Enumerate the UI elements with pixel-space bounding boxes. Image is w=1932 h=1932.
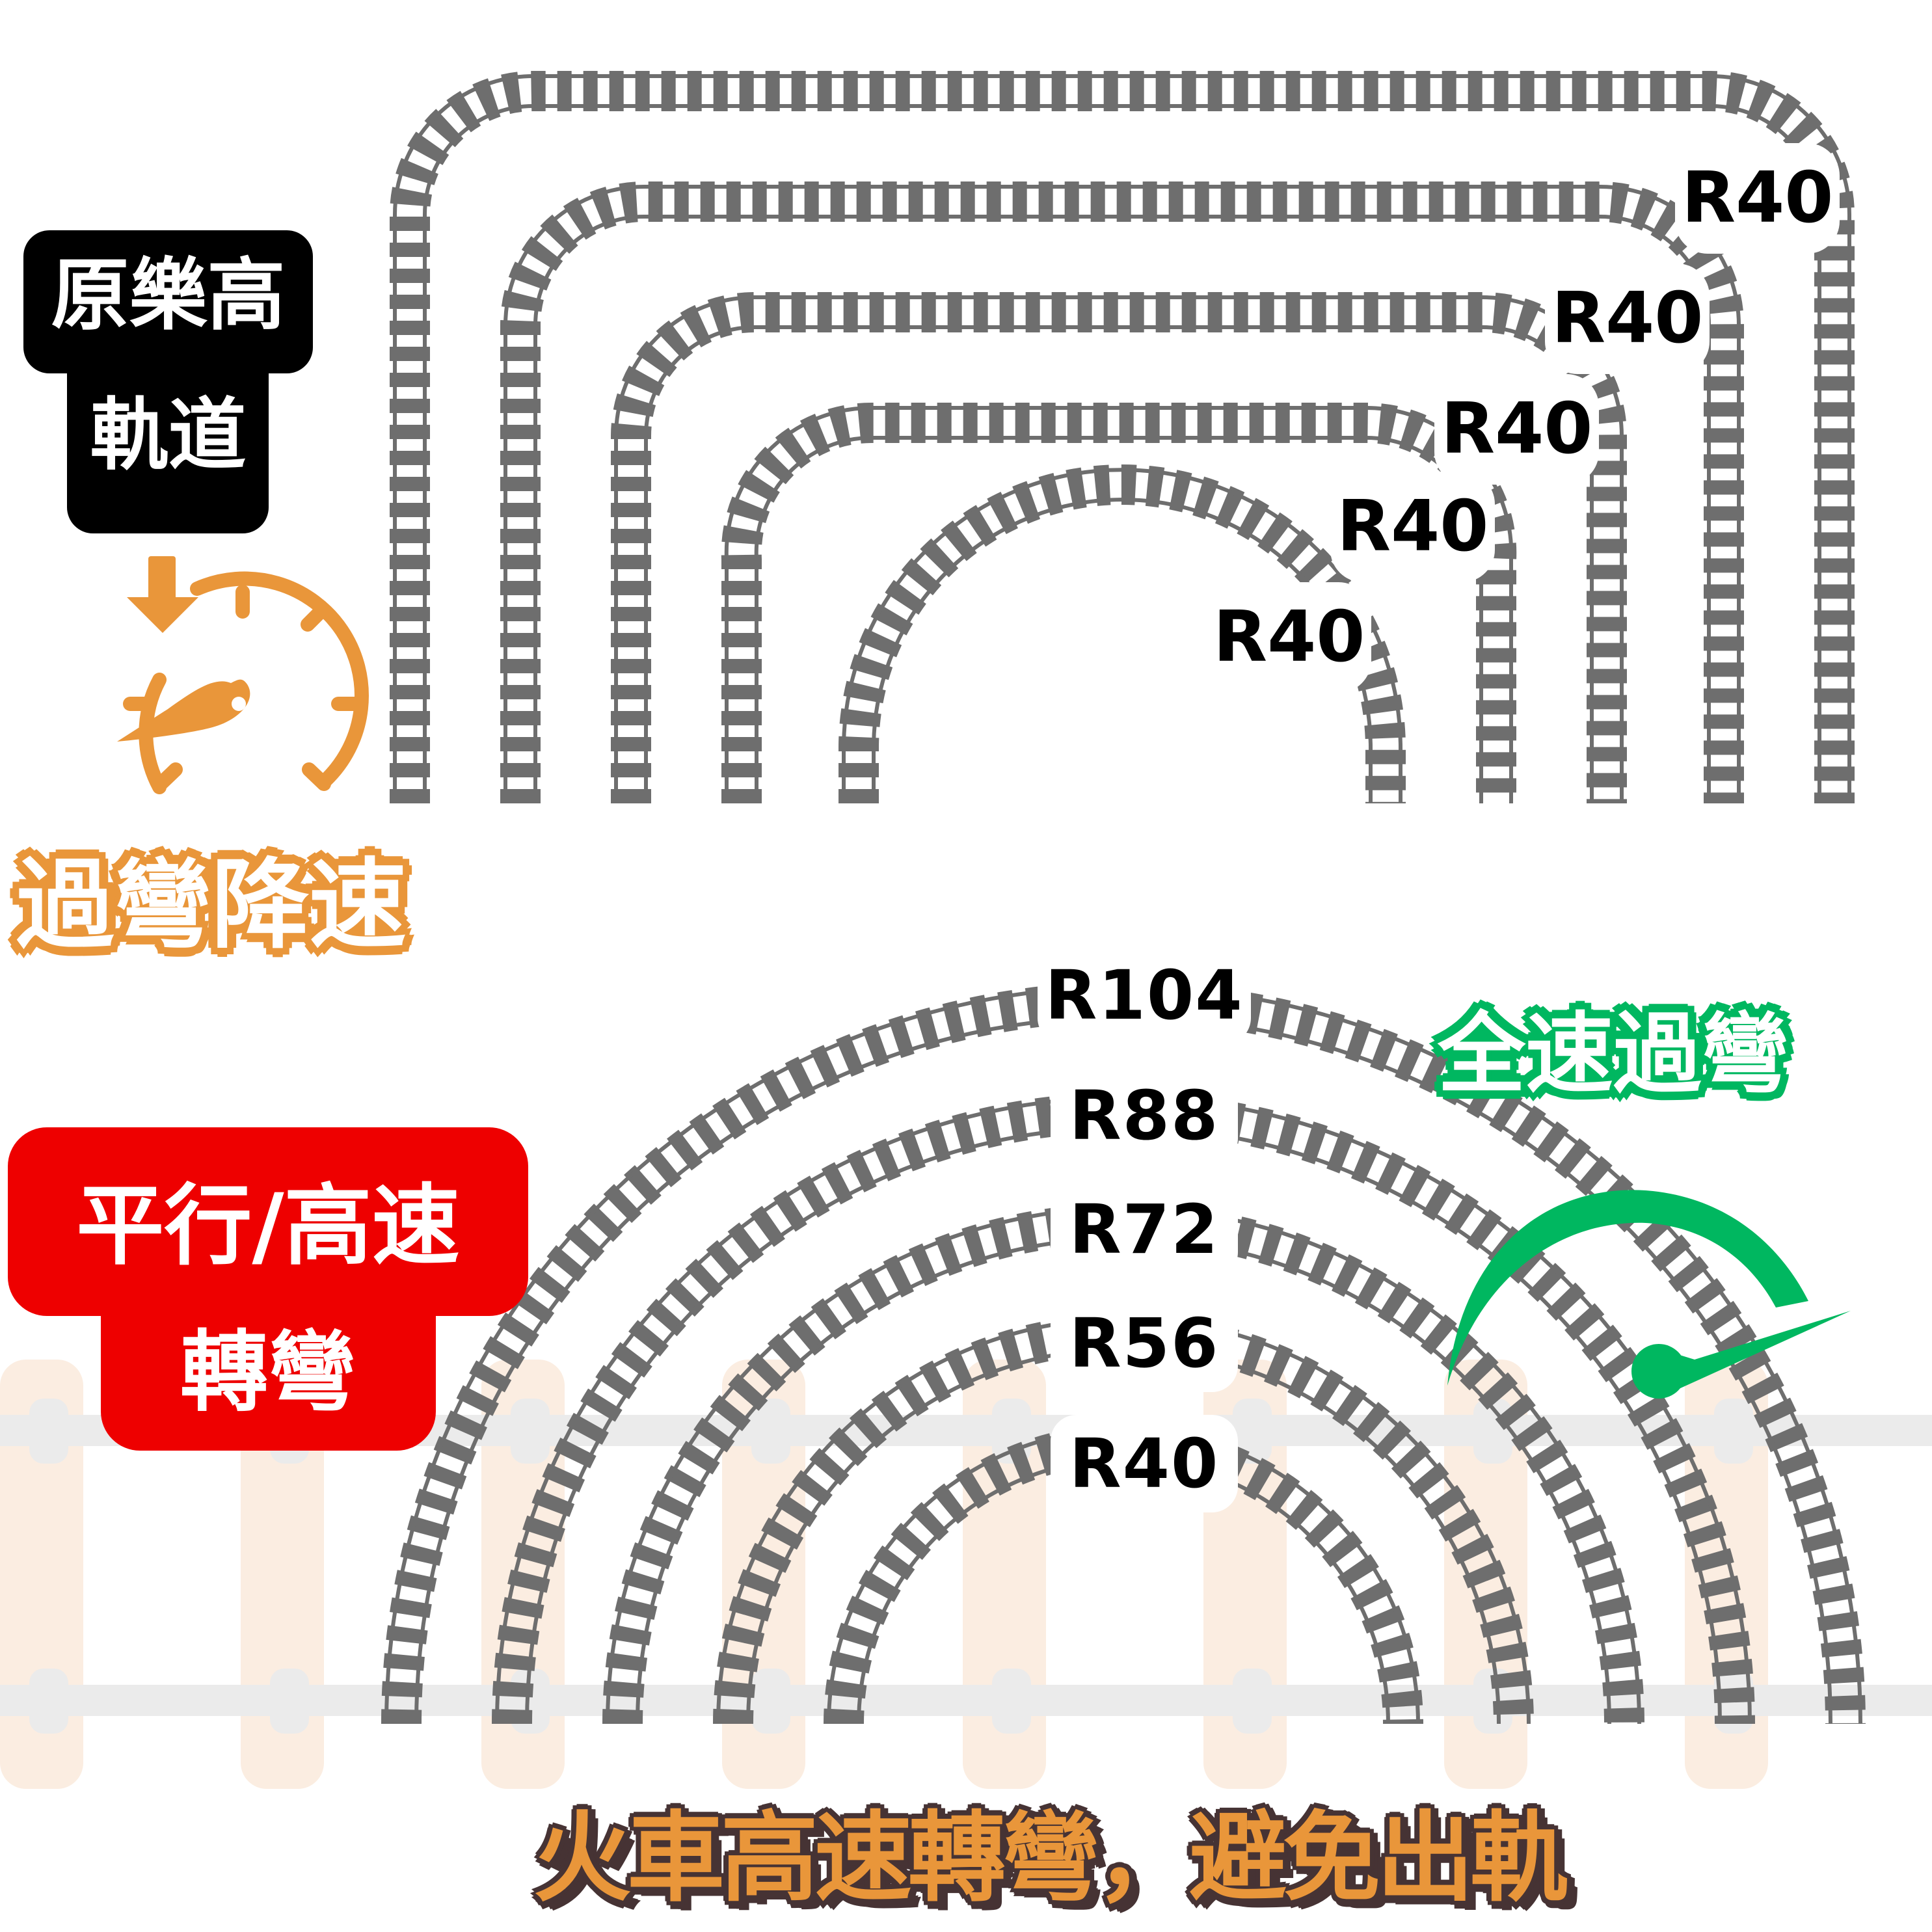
badge-line-2: 轉彎 <box>180 1321 356 1423</box>
speedometer-fast-icon <box>1447 1190 1851 1399</box>
track-label-r72: R72 <box>1051 1181 1238 1278</box>
track-radius-text: R40 <box>1069 1424 1220 1503</box>
footer-caption: 火車高速轉彎，避免出軌 <box>533 1802 1568 1915</box>
badge-line-2: 軌道 <box>90 390 247 481</box>
track-label-top-1: R40 <box>1675 143 1840 254</box>
track-label-r40: R40 <box>1051 1415 1238 1512</box>
track-label-r56: R56 <box>1051 1295 1238 1392</box>
track-radius-text: R88 <box>1069 1076 1220 1155</box>
badge-line-1: 原樂高 <box>51 250 286 341</box>
track-label-top-3: R40 <box>1434 374 1600 485</box>
track-label-top-2: R40 <box>1545 263 1710 374</box>
slowdown-caption: 過彎降速 <box>16 849 407 962</box>
top-tracks <box>390 71 1855 803</box>
speedometer-down-arrow <box>117 556 250 742</box>
track-label-top-4: R40 <box>1330 472 1496 582</box>
track-radius-text: R40 <box>1441 388 1593 470</box>
badge-line-1: 平行/高速 <box>76 1175 460 1277</box>
track-label-r104: R104 <box>1038 946 1251 1044</box>
fullspeed-caption: 全速過彎 <box>1438 1003 1789 1105</box>
track-label-r88: R88 <box>1051 1067 1238 1164</box>
track-radius-text: R40 <box>1551 278 1704 359</box>
track-radius-text: R104 <box>1045 956 1244 1035</box>
track-label-top-5: R40 <box>1207 582 1372 693</box>
track-radius-text: R72 <box>1069 1190 1220 1269</box>
track-radius-text: R40 <box>1682 157 1834 239</box>
track-radius-text: R40 <box>1337 486 1489 567</box>
track-radius-text: R40 <box>1213 597 1365 678</box>
track-radius-text: R56 <box>1069 1304 1220 1383</box>
